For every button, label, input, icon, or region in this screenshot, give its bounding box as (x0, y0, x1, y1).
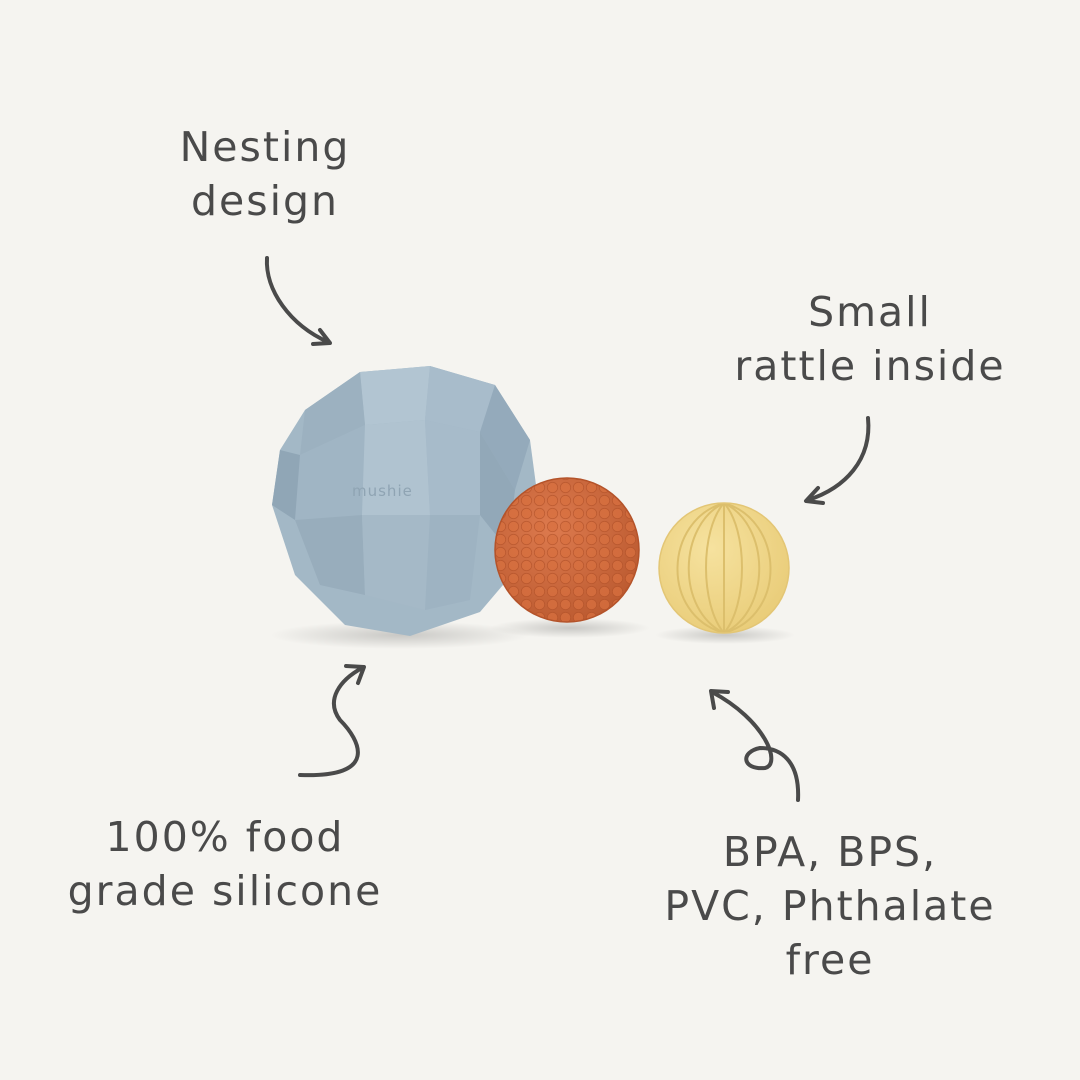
ball-shadow (655, 626, 795, 644)
arrow-icon (298, 664, 366, 778)
brand-mark: mushie (352, 482, 413, 500)
callout-line: Nesting (179, 123, 351, 171)
arrow-icon (709, 689, 801, 802)
ball-shadow (490, 618, 650, 638)
callout-food-grade-silicone: 100% food grade silicone (55, 810, 395, 918)
arrow-icon (804, 416, 871, 505)
callout-nesting-design: Nesting design (160, 120, 370, 228)
arrow-icon (264, 256, 332, 346)
callout-bpa-free: BPA, BPS, PVC, Phthalate free (640, 825, 1020, 987)
ball-shadow (270, 621, 530, 649)
callout-line: 100% food (105, 813, 345, 861)
callout-line: design (190, 177, 339, 225)
medium-orange-bumpy-ball (494, 477, 640, 623)
callout-small-rattle-inside: Small rattle inside (700, 285, 1040, 393)
callout-line: grade silicone (67, 867, 383, 915)
callout-line: rattle inside (734, 342, 1006, 390)
callout-line: free (785, 936, 875, 984)
callout-line: BPA, BPS, (722, 828, 938, 876)
callout-line: Small (808, 288, 932, 336)
small-yellow-ribbed-ball (658, 502, 790, 634)
callout-line: PVC, Phthalate (664, 882, 996, 930)
large-blue-faceted-ball: mushie (272, 366, 538, 636)
